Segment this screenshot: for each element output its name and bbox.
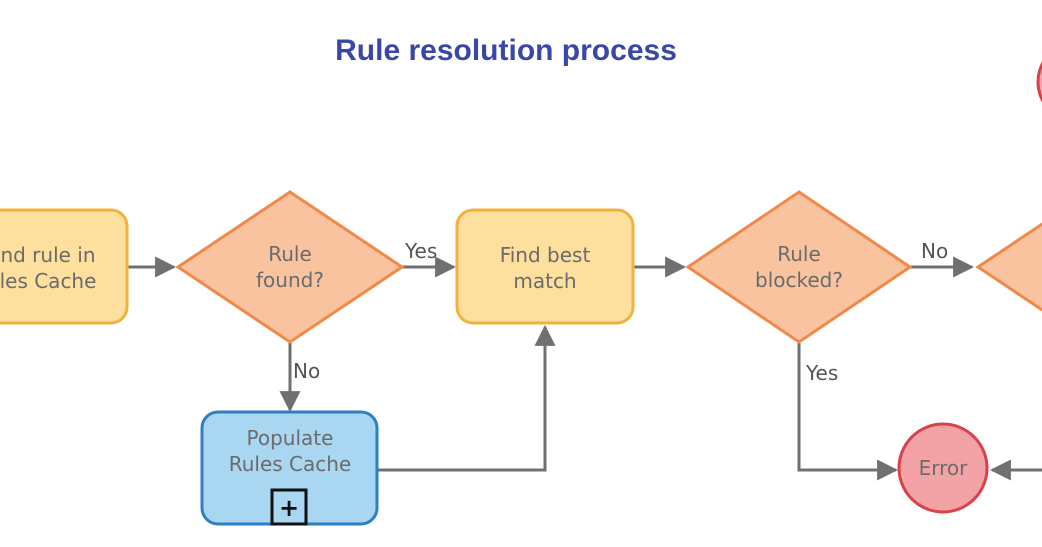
edge-label-blocked-no: No xyxy=(921,239,948,263)
node-find-rule-line2: les Cache xyxy=(0,269,96,293)
node-find-best-line1: Find best xyxy=(500,243,591,267)
node-rule-blocked-line1: Rule xyxy=(777,242,821,266)
node-find-rule-in-cache: nd rule in les Cache xyxy=(0,208,129,325)
node-rule-blocked: Rule blocked? xyxy=(685,190,913,344)
edge-populate-to-find-best xyxy=(378,324,556,472)
node-terminal-partial xyxy=(1036,61,1042,103)
edge-label-blocked-yes: Yes xyxy=(805,361,838,385)
connectors xyxy=(128,256,1042,481)
node-populate-line1: Populate xyxy=(247,426,334,450)
subprocess-plus-icon: + xyxy=(279,494,299,522)
edge-label-found-yes: Yes xyxy=(404,239,437,263)
node-error-label: Error xyxy=(919,456,969,480)
node-rule-found-line2: found? xyxy=(256,268,324,292)
node-find-rule-line1: nd rule in xyxy=(0,243,95,267)
node-rule-found: Rule found? xyxy=(175,190,405,344)
node-populate-rules-cache: Populate Rules Cache + xyxy=(200,410,379,526)
node-rule-found-line1: Rule xyxy=(268,242,312,266)
node-find-best-match: Find best match xyxy=(455,208,635,325)
subprocess-marker xyxy=(270,488,308,526)
node-populate-line2: Rules Cache xyxy=(229,452,352,476)
node-find-best-line2: match xyxy=(513,269,576,293)
node-error: Error xyxy=(897,422,989,514)
node-next-decision-partial xyxy=(975,222,1042,312)
page-title: Rule resolution process xyxy=(335,34,677,67)
node-rule-blocked-line2: blocked? xyxy=(755,268,843,292)
edge-label-found-no: No xyxy=(293,359,320,383)
edge-rule-blocked-yes xyxy=(797,343,899,481)
